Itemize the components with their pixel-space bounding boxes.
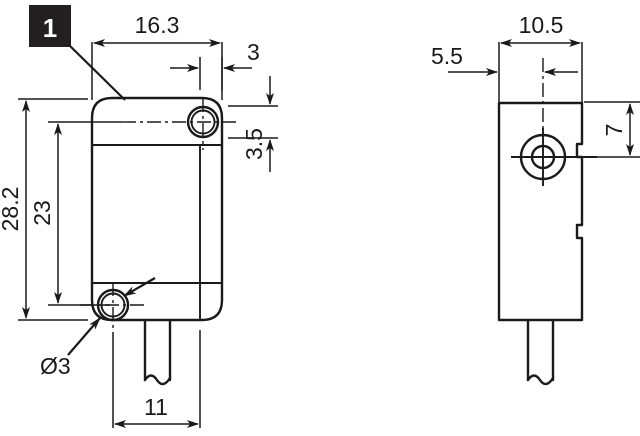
dim-label-7: 7 [601,124,627,137]
dimension-7: 7 [584,101,640,158]
dim-label-11: 11 [144,394,168,420]
callout-leader-line [68,44,126,101]
dim-label-28-2: 28.2 [0,187,23,232]
dim-label-16-3: 16.3 [135,12,180,38]
dimension-5-5: 5.5 [431,43,578,76]
dim-label-5-5: 5.5 [431,43,463,69]
dimension-3-5: 3.5 [228,76,278,172]
side-cable-break-symbol [526,374,555,386]
callout-badge-number: 1 [43,13,57,43]
dim-label-3-5: 3.5 [241,128,267,160]
front-view-outline [90,96,224,322]
side-view-body [497,101,584,322]
front-view-cable [143,319,172,386]
front-view-bottom-hole [80,282,148,332]
dimension-3: 3 [170,39,260,90]
dim-label-3: 3 [247,39,260,65]
dim-label-23: 23 [29,200,55,226]
dim-label-10-5: 10.5 [519,12,564,38]
dimension-hole-diameter: Ø3 [40,277,156,379]
leader-line-diameter-lower [67,317,101,356]
callout-badge-box [29,5,71,47]
cable-break-symbol [143,374,172,386]
dimension-11: 11 [112,330,201,428]
callout-badge-1: 1 [29,5,126,101]
side-view-cable [526,319,555,386]
leader-line-diameter-upper [123,277,156,297]
dimension-23: 23 [29,121,122,306]
side-view-hole [511,58,597,186]
dim-label-hole-diameter: Ø3 [40,353,71,379]
dimension-28-2: 28.2 [0,98,88,321]
side-view-outline [497,101,584,322]
dimension-10-5: 10.5 [498,12,583,105]
front-view-top-hole [122,98,238,150]
dimension-16-3: 16.3 [91,12,223,100]
